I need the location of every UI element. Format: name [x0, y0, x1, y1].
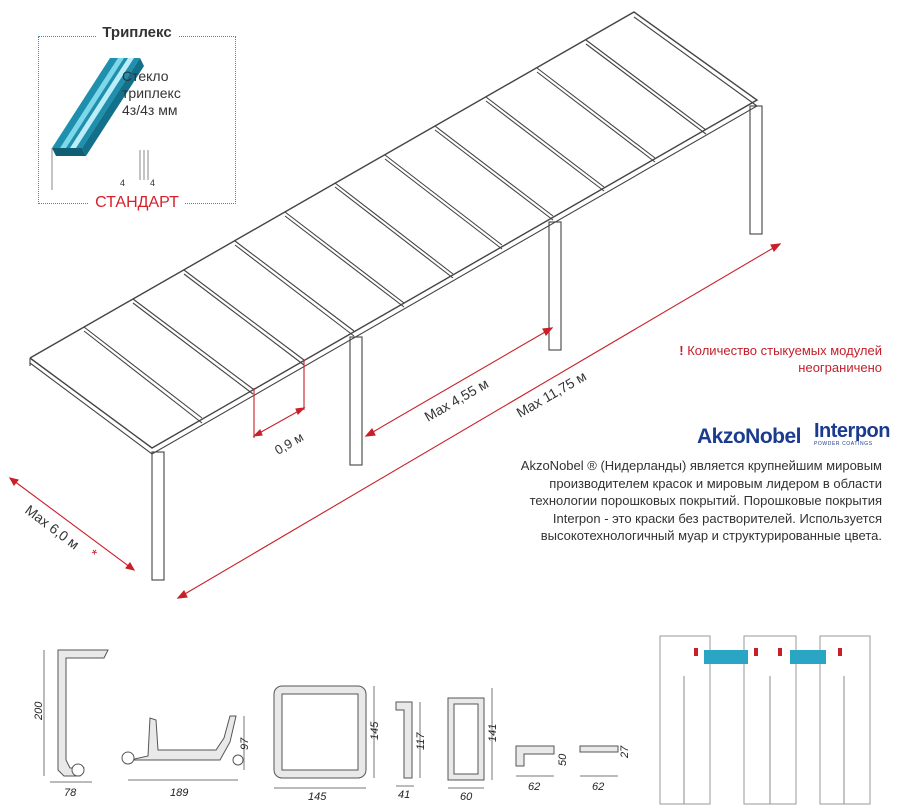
- profile-sections: 200 78 97 189 145 145 117 41 141 60 50 6…: [33, 649, 631, 803]
- svg-text:117: 117: [415, 732, 427, 750]
- svg-text:200: 200: [33, 701, 45, 721]
- profile-62x27: [579, 745, 619, 753]
- canopy-structure-drawing: Max 6,0 м * Max 11,75 м Max 4,55 м 0,9 м: [8, 11, 782, 599]
- svg-text:78: 78: [64, 787, 77, 799]
- glass-pane-right: [790, 650, 826, 664]
- svg-text:145: 145: [369, 721, 381, 740]
- interpon-logo: Interpon POWDER COATINGS: [814, 420, 891, 447]
- svg-text:62: 62: [528, 781, 540, 793]
- triplex-glass-icon: 4 4: [51, 58, 155, 190]
- span-length-label: Max 4,55 м: [422, 375, 492, 424]
- triplex-line-2: триплекс: [122, 85, 181, 101]
- svg-text:141: 141: [487, 724, 499, 742]
- triplex-line-1: Стекло: [122, 68, 169, 84]
- profile-78x200: [57, 649, 109, 777]
- svg-text:189: 189: [170, 787, 188, 799]
- akzonobel-logo: AkzoNobel: [697, 425, 802, 448]
- profile-60x141: [447, 697, 485, 781]
- svg-text:27: 27: [619, 745, 631, 759]
- svg-text:41: 41: [398, 789, 410, 801]
- note-line-2: неограничено: [798, 360, 882, 375]
- akzonobel-description: AkzoNobel ® (Нидерланды) является крупне…: [520, 458, 882, 543]
- profile-62x50: [515, 745, 555, 767]
- svg-text:97: 97: [239, 737, 251, 750]
- triplex-inset-title: Триплекс: [38, 24, 236, 41]
- note-line-1: Количество стыкуемых модулей: [687, 343, 882, 358]
- profile-189x97: [121, 715, 244, 766]
- triplex-description: Стекло триплекс 4з/4з мм: [122, 68, 181, 119]
- svg-text:60: 60: [460, 791, 473, 803]
- profile-41x117: [395, 701, 413, 779]
- svg-text:50: 50: [557, 753, 569, 766]
- glass-pane-left: [704, 650, 748, 664]
- triplex-dim-right: 4: [150, 178, 155, 188]
- triplex-dim-left: 4: [120, 178, 125, 188]
- svg-text:62: 62: [592, 781, 604, 793]
- triplex-line-3: 4з/4з мм: [122, 102, 178, 118]
- note-mark: !: [679, 343, 684, 358]
- modules-note: ! Количество стыкуемых модулей неогранич…: [679, 342, 882, 376]
- profile-145x145: [273, 685, 367, 779]
- joint-section-illustration: [659, 635, 871, 805]
- width-asterisk: *: [86, 546, 100, 562]
- rafter-step-label: 0,9 м: [272, 429, 306, 457]
- svg-text:145: 145: [308, 791, 327, 803]
- standard-label: СТАНДАРТ: [38, 194, 236, 212]
